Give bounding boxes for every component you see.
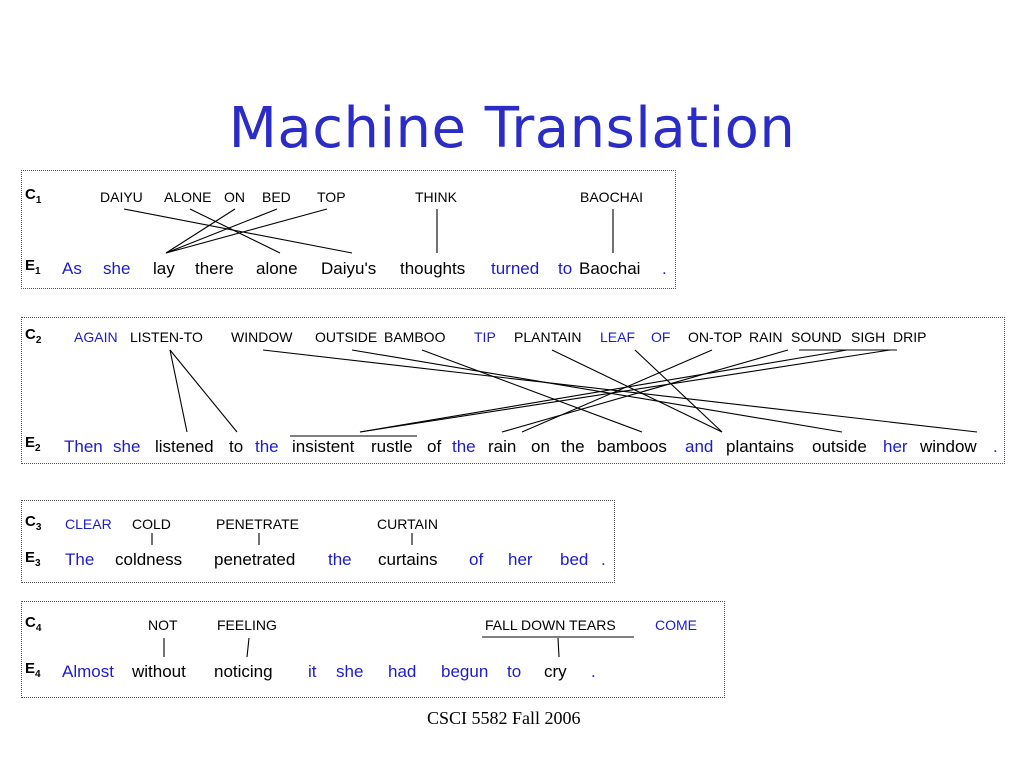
chinese-word: ALONE xyxy=(164,189,212,205)
english-word: window xyxy=(920,437,977,456)
alignment-box-2: C2 E2 AGAIN LISTEN-TO WINDOW OUTSIDE BAM… xyxy=(21,317,1005,464)
chinese-word: BED xyxy=(262,189,291,205)
english-word: plantains xyxy=(726,437,795,456)
english-sentence-label: E4 xyxy=(25,660,41,680)
chinese-word: TIP xyxy=(474,329,496,345)
english-word: rain xyxy=(488,437,517,456)
english-word: her xyxy=(508,550,533,569)
english-word: of xyxy=(469,550,484,569)
english-word: listened xyxy=(155,437,214,456)
english-word: insistent xyxy=(292,437,355,456)
english-word: and xyxy=(685,437,714,456)
english-word: without xyxy=(132,662,186,681)
english-word: curtains xyxy=(378,550,438,569)
english-word: coldness xyxy=(115,550,183,569)
english-word: bed xyxy=(560,550,589,569)
chinese-word: PLANTAIN xyxy=(514,329,582,345)
chinese-word: WINDOW xyxy=(231,329,293,345)
chinese-word: RAIN xyxy=(749,329,783,345)
english-word: it xyxy=(308,662,317,681)
alignment-box-4: C4 E4 NOT FEELING FALL DOWN TEARS COME A… xyxy=(21,601,725,698)
chinese-word: LISTEN-TO xyxy=(130,329,203,345)
alignment-lines-3 xyxy=(151,533,413,545)
slide-title: Machine Translation xyxy=(228,96,796,161)
chinese-word: OF xyxy=(651,329,671,345)
english-word: her xyxy=(883,437,908,456)
chinese-word: CURTAIN xyxy=(377,516,438,532)
chinese-word: AGAIN xyxy=(74,329,118,345)
english-word: Baochai xyxy=(579,259,641,278)
english-word: penetrated xyxy=(214,550,296,569)
chinese-word: LEAF xyxy=(600,329,636,345)
english-word: the xyxy=(255,437,279,456)
english-word: The xyxy=(65,550,95,569)
english-word: Daiyu's xyxy=(321,259,377,278)
chinese-word: SOUND xyxy=(791,329,842,345)
chinese-word: ON xyxy=(224,189,245,205)
chinese-word: FALL DOWN TEARS xyxy=(485,617,616,633)
english-word: turned xyxy=(491,259,540,278)
english-sentence-label: E3 xyxy=(25,549,41,569)
alignment-box-3: C3 E3 CLEAR COLD PENETRATE CURTAIN The c… xyxy=(21,500,615,583)
english-word: alone xyxy=(256,259,298,278)
english-word: rustle xyxy=(371,437,413,456)
english-word: of xyxy=(427,437,442,456)
alignment-lines-2 xyxy=(169,349,978,437)
english-word: . xyxy=(601,550,606,569)
chinese-word: THINK xyxy=(415,189,457,205)
english-word: outside xyxy=(812,437,867,456)
english-word: the xyxy=(328,550,352,569)
english-word: thoughts xyxy=(400,259,466,278)
chinese-word: BAMBOO xyxy=(384,329,446,345)
chinese-word: PENETRATE xyxy=(216,516,299,532)
chinese-sentence-label: C1 xyxy=(25,186,42,206)
english-word: she xyxy=(113,437,141,456)
english-word: to xyxy=(558,259,573,278)
english-word: she xyxy=(103,259,131,278)
chinese-word: OUTSIDE xyxy=(315,329,378,345)
chinese-word: FEELING xyxy=(217,617,277,633)
english-word: had xyxy=(388,662,417,681)
chinese-word: NOT xyxy=(148,617,178,633)
chinese-word: COLD xyxy=(132,516,171,532)
chinese-sentence-label: C2 xyxy=(25,326,42,346)
english-word: to xyxy=(507,662,522,681)
english-word: noticing xyxy=(214,662,273,681)
english-word: she xyxy=(336,662,364,681)
english-word: . xyxy=(993,437,998,456)
english-word: cry xyxy=(544,662,567,681)
alignment-lines-1 xyxy=(123,208,614,254)
english-word: bamboos xyxy=(597,437,667,456)
chinese-word: CLEAR xyxy=(65,516,112,532)
english-sentence-label: E2 xyxy=(25,434,41,454)
english-word: the xyxy=(452,437,476,456)
chinese-sentence-label: C4 xyxy=(25,614,42,634)
english-word: . xyxy=(591,662,596,681)
english-word: the xyxy=(561,437,585,456)
english-sentence-label: E1 xyxy=(25,257,41,277)
chinese-word: DRIP xyxy=(893,329,927,345)
english-word: Then xyxy=(64,437,103,456)
english-word: lay xyxy=(153,259,175,278)
chinese-word: ON-TOP xyxy=(688,329,743,345)
chinese-word: DAIYU xyxy=(100,189,143,205)
slide-footer: CSCI 5582 Fall 2006 xyxy=(427,708,581,728)
chinese-word: BAOCHAI xyxy=(580,189,644,205)
english-word: begun xyxy=(441,662,489,681)
alignment-lines-4 xyxy=(163,636,634,658)
english-word: . xyxy=(662,259,667,278)
english-word: on xyxy=(531,437,550,456)
english-word: to xyxy=(229,437,244,456)
english-word: As xyxy=(62,259,82,278)
chinese-word: SIGH xyxy=(851,329,886,345)
chinese-word: COME xyxy=(655,617,697,633)
chinese-word: TOP xyxy=(317,189,346,205)
english-word: Almost xyxy=(62,662,114,681)
english-word: there xyxy=(195,259,234,278)
chinese-sentence-label: C3 xyxy=(25,513,42,533)
alignment-box-1: C1 E1 DAIYU ALONE ON BED TOP THINK BAOCH… xyxy=(21,170,676,289)
